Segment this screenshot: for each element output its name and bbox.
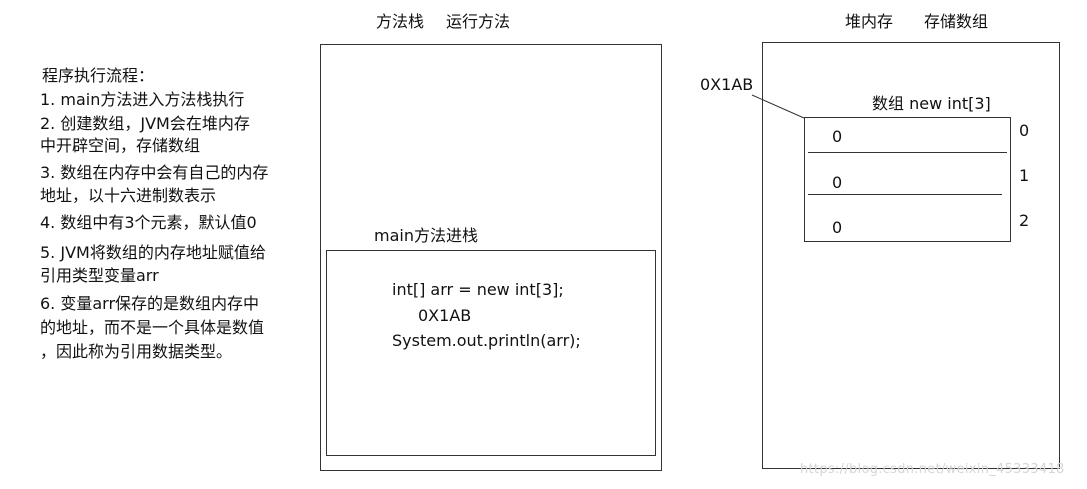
array-cell-value: 0 [832,127,843,146]
arr-reference-value: 0X1AB [418,306,472,325]
process-step-line: 1. main方法进入方法栈执行 [40,90,245,109]
process-step-line: ，因此称为引用数据类型。 [40,342,233,361]
process-step-line: 的地址，而不是一个具体是数值 [40,318,265,337]
process-step-line: 6. 变量arr保存的是数组内存中 [40,294,260,313]
array-box [804,117,1011,242]
array-cell-divider [808,194,1002,195]
heap-subtitle: 存储数组 [924,12,989,31]
code-line-array-declaration: int[] arr = new int[3]; [392,280,564,299]
array-cell-value: 0 [832,218,843,237]
array-index-label: 2 [1019,211,1030,230]
array-label: 数组 new int[3] [872,94,991,113]
process-step-line: 2. 创建数组，JVM会在堆内存 [40,114,250,133]
array-index-label: 0 [1019,121,1030,140]
method-stack-title: 方法栈 [376,12,425,31]
method-stack-subtitle: 运行方法 [446,12,511,31]
main-frame-label: main方法进栈 [374,226,478,245]
code-line-println: System.out.println(arr); [392,331,581,350]
process-step-line: 引用类型变量arr [40,266,159,285]
address-pointer-segment [751,94,805,119]
process-step-line: 地址，以十六进制数表示 [40,186,217,205]
array-cell-value: 0 [832,173,843,192]
main-stack-frame [326,250,656,456]
method-stack-box [320,44,662,471]
process-step-line: 4. 数组中有3个元素，默认值0 [40,213,257,232]
array-address-label: 0X1AB [700,75,754,94]
process-step-line: 3. 数组在内存中会有自己的内存 [40,163,269,182]
heap-title: 堆内存 [845,12,894,31]
array-cell-divider [808,152,1007,153]
heap-box [762,42,1060,469]
process-step-line: 中开辟空间，存储数组 [40,136,201,155]
watermark: https://blog.csdn.net/weixin_45333418 [800,462,1065,477]
array-index-label: 1 [1019,166,1030,185]
process-step-line: 5. JVM将数组的内存地址赋值给 [40,243,266,262]
process-notes-heading: 程序执行流程： [42,66,155,85]
